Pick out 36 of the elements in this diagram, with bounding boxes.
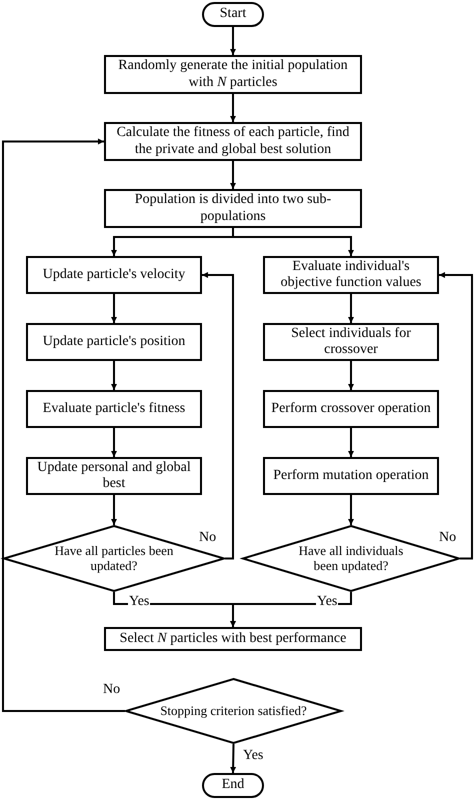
process-box: Evaluate particle's fitness [26,390,202,428]
node-text: Have all individuals been updated? [298,544,404,574]
arrow [202,272,234,560]
arrow [230,161,236,189]
terminator-box: End [202,773,264,798]
arrow [348,361,354,390]
process-box: Update particle's velocity [26,256,202,294]
process-box: Select individuals for crossover [263,323,439,361]
process-box: Select N particles with best performance [104,627,362,651]
node-text: Have all particles been updated? [54,544,174,574]
arrow [230,94,236,122]
process-box: Randomly generate the initial population with N particles [104,55,362,94]
terminator-box: Start [202,2,264,27]
arrow [348,294,354,323]
process-box: Perform crossover operation [263,390,439,428]
arrow [348,495,354,525]
process-box: Update particle's position [26,323,202,361]
node-text: Stopping criterion satisfied? [160,704,307,718]
process-box: Population is divided into two sub-populations [104,189,362,228]
arrow [111,361,117,390]
arrow [111,495,117,525]
decision-diamond [242,525,460,592]
process-box: Perform mutation operation [263,457,439,495]
arrow [111,294,117,323]
decision-diamond [125,678,342,744]
process-box: Evaluate individual's objective function values [263,256,439,294]
process-box: Update personal and global best [26,457,202,495]
process-box: Calculate the fitness of each particle, find the private and global best solution [104,122,362,161]
arrow [230,744,236,774]
arrow [230,27,236,55]
arrow [111,428,117,457]
arrow [230,592,352,627]
arrow [439,272,473,560]
decision-diamond [3,525,225,592]
arrow [348,428,354,457]
arrow [2,138,125,712]
